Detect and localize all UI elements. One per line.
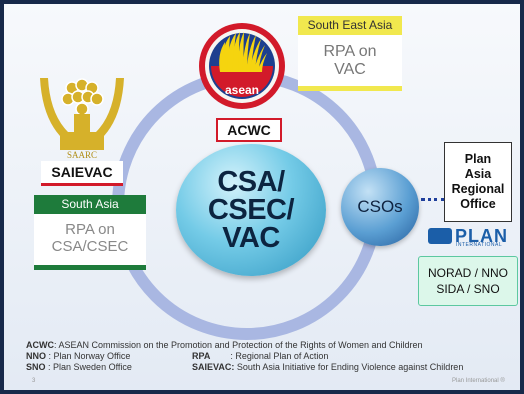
legend-nno-def: : Plan Norway Office (48, 351, 131, 361)
csos-circle: CSOs (341, 168, 419, 246)
plan-regional-office-box: Plan Asia Regional Office (444, 142, 512, 222)
legend-nno: NNO : Plan Norway Office (26, 351, 130, 361)
footer-text: Plan International ® (452, 378, 505, 384)
center-line2: CSEC/ (207, 194, 295, 226)
plan-international-logo: PLAN INTERNATIONAL (428, 225, 514, 248)
legend-saievac: SAIEVAC: South Asia Initiative for Endin… (192, 362, 463, 372)
saievac-label: SAIEVAC (41, 161, 123, 186)
legend-saievac-def: South Asia Initiative for Ending Violenc… (234, 362, 464, 372)
legend-acwc: ACWC: ASEAN Commission on the Promotion … (26, 340, 423, 350)
slide: asean ACWC SAARC SAIEVAC South East Asia… (4, 4, 520, 390)
plan-office-line4: Office (460, 197, 496, 211)
south-east-asia-header: South East Asia (298, 16, 402, 35)
plan-logo-text: PLAN (455, 225, 508, 246)
sea-rpa-line2: VAC (334, 61, 366, 78)
plan-office-line2: Asia (464, 167, 492, 181)
plan-office-line1: Plan (464, 152, 492, 166)
legend-nno-abbr: NNO (26, 351, 46, 361)
page-number: 3 (32, 378, 36, 384)
center-circle: CSA/ CSEC/ VAC (176, 144, 326, 276)
legend-acwc-def: : ASEAN Commission on the Promotion and … (54, 340, 423, 350)
legend-sno: SNO : Plan Sweden Office (26, 362, 132, 372)
sea-rpa-line1: RPA on (323, 43, 377, 60)
saarc-logo-text: SAARC (67, 150, 97, 160)
acwc-label: ACWC (216, 118, 282, 142)
norad-box: NORAD / NNO SIDA / SNO (418, 256, 518, 306)
dotted-connector (421, 198, 445, 201)
norad-line2: SIDA / SNO (436, 282, 500, 296)
plan-badge-icon (428, 228, 452, 244)
saarc-logo: SAARC (40, 78, 124, 160)
south-asia-header: South Asia (34, 195, 146, 214)
south-asia-box: RPA on CSA/CSEC (34, 214, 146, 270)
asean-logo: asean (199, 23, 285, 109)
center-line1: CSA/ (217, 166, 285, 198)
csos-label: CSOs (357, 197, 403, 216)
legend-acwc-abbr: ACWC (26, 340, 54, 350)
legend-rpa-abbr: RPA (192, 351, 211, 361)
legend-rpa-def: : Regional Plan of Action (230, 351, 329, 361)
plan-office-line3: Regional (451, 182, 505, 196)
norad-line1: NORAD / NNO (427, 266, 508, 280)
sa-rpa-line1: RPA on (65, 221, 115, 238)
legend-saievac-abbr: SAIEVAC: (192, 362, 235, 372)
south-east-asia-box: RPA on VAC (298, 35, 402, 91)
asean-logo-text: asean (225, 83, 259, 97)
legend-sno-def: : Plan Sweden Office (48, 362, 132, 372)
legend-rpa: RPA : Regional Plan of Action (192, 351, 328, 361)
center-line3: VAC (222, 222, 280, 254)
plan-logo-subtext: INTERNATIONAL (456, 242, 503, 248)
sa-rpa-line2: CSA/CSEC (51, 238, 129, 255)
legend-sno-abbr: SNO (26, 362, 46, 372)
